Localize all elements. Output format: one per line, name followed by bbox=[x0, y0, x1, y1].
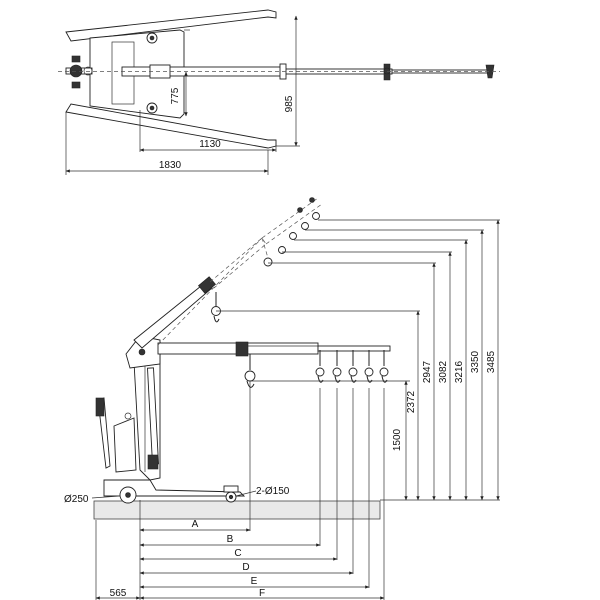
side-view: 1500 2372 2947 3082 3216 3350 3485 Ø250 … bbox=[64, 197, 500, 600]
top-leg-upper bbox=[65, 9, 277, 42]
hook-horizontal-main bbox=[244, 354, 256, 388]
dim-F-label: F bbox=[259, 588, 265, 599]
hook-raised bbox=[211, 292, 221, 323]
pump-body bbox=[113, 417, 137, 473]
ground-surface bbox=[93, 500, 381, 520]
top-leg-lower bbox=[65, 103, 277, 149]
pump-handle-icon bbox=[69, 64, 83, 78]
dim-E-label: E bbox=[251, 576, 258, 587]
dim-3485-label: 3485 bbox=[486, 350, 497, 373]
dim-1830-label: 1830 bbox=[159, 160, 182, 171]
dim-1130-label: 1130 bbox=[199, 139, 221, 150]
dim-3216-label: 3216 bbox=[454, 360, 465, 383]
dim-B-label: B bbox=[227, 534, 234, 545]
dim-775-label: 775 bbox=[170, 87, 181, 104]
dim-2372-label: 2372 bbox=[406, 390, 417, 413]
boom-raised bbox=[133, 281, 213, 349]
boom-extension bbox=[317, 345, 391, 352]
boom-top-extension bbox=[391, 69, 493, 74]
boom-raised-dashed bbox=[209, 237, 267, 289]
wheel-left-label: Ø250 bbox=[64, 494, 89, 505]
dim-A-label: A bbox=[192, 519, 199, 530]
dim-565-label: 565 bbox=[110, 588, 127, 599]
dim-D-label: D bbox=[242, 562, 249, 573]
dim-3082-label: 3082 bbox=[438, 360, 449, 383]
hook-end-icon bbox=[485, 64, 495, 79]
dim-C-label: C bbox=[234, 548, 241, 559]
dim-3350-label: 3350 bbox=[470, 350, 481, 373]
dim-2947-label: 2947 bbox=[422, 360, 433, 383]
dim-985-label: 985 bbox=[284, 95, 295, 112]
dim-1500-label: 1500 bbox=[392, 428, 403, 451]
wheel-right-label: 2-Ø150 bbox=[256, 486, 290, 497]
hook-positions-row bbox=[315, 350, 389, 383]
top-view: 775 985 1130 1830 bbox=[58, 9, 500, 175]
